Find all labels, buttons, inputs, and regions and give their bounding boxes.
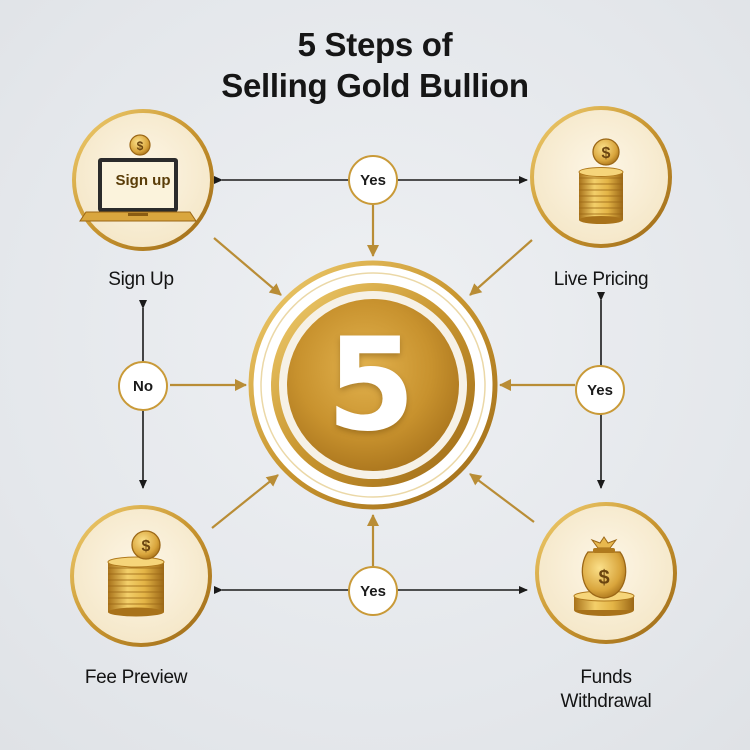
coin-stack-dollar-icon: $ [107,530,165,617]
node-fee-preview: $ [70,505,212,647]
node-live-pricing: $ [530,106,672,248]
connector-bottom-label: Yes [348,566,398,616]
arrow-fee-to-center [211,474,279,529]
gold-arrows [170,205,575,566]
page-title-line-1: 5 Steps of [297,26,453,63]
node-funds-withdrawal: $ [535,502,677,644]
connector-top-label: Yes [348,155,398,205]
connector-right-label: Yes [575,365,625,415]
node-label-sign-up: Sign Up [108,269,174,290]
arrow-pricing-to-center [469,239,533,296]
center-step-number: 5 [326,310,416,460]
node-sign-up: $ [72,109,214,251]
coin-stack-icon: $ [578,138,624,224]
center-step-circle [248,260,498,510]
laptop-signup-icon: $ [79,134,197,222]
svg-text:$: $ [602,145,611,162]
node-label-funds-line-2: Withdrawal [560,691,652,712]
svg-text:$: $ [598,567,609,589]
page-title-line-2: Selling Gold Bullion [221,67,529,104]
svg-text:$: $ [142,538,151,555]
money-bag-icon: $ [573,536,635,616]
connector-left-label: No [118,361,168,411]
node-label-funds-line-1: Funds [580,667,632,688]
arrow-funds-to-center [469,473,535,523]
arrow-signup-to-center [213,237,282,296]
svg-text:$: $ [137,139,144,153]
laptop-screen-text: Sign up [115,172,171,189]
node-label-live-pricing: Live Pricing [553,269,649,290]
node-label-fee-preview: Fee Preview [84,667,188,688]
